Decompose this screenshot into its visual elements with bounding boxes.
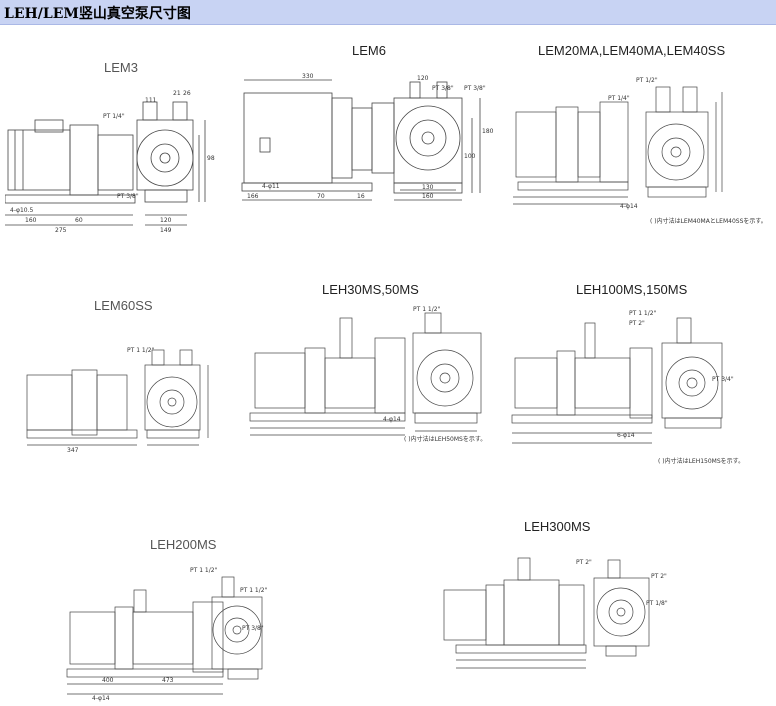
lem3-dim-pt14: PT 1/4" xyxy=(103,113,125,120)
page-title: LEH/LEM竖山真空泵尺寸图 xyxy=(4,6,191,22)
lem6-dim-16: 16 xyxy=(357,193,365,200)
model-label-leh300ms: LEH300MS xyxy=(524,519,591,534)
lem6-dim-bolt: 4-φ11 xyxy=(262,183,280,190)
drawing-lem60ss: 347 PT 1 1/2" xyxy=(12,340,222,455)
lem3-dim-pt38: PT 3/8" xyxy=(117,193,139,200)
lem3-dim-26: 26 xyxy=(183,90,191,97)
lem6-dim-70: 70 xyxy=(317,193,325,200)
leh100-dim-pt2: PT 2" xyxy=(629,320,645,327)
lem3-dim-120: 120 xyxy=(160,217,172,224)
lem6-dim-100: 100 xyxy=(464,153,476,160)
drawing-leh30ms: PT 1 1/2" 4-φ14 xyxy=(245,303,500,448)
model-label-leh200ms: LEH200MS xyxy=(150,537,217,552)
model-label-lem6: LEM6 xyxy=(352,43,386,58)
lem3-dim-98: 98 xyxy=(207,155,215,162)
leh100-dim-pt15: PT 1 1/2" xyxy=(629,310,657,317)
lem3-dim-60: 60 xyxy=(75,217,83,224)
lem20-dim-pt14: PT 1/4" xyxy=(608,95,630,102)
leh200-dim-400: 400 xyxy=(102,677,114,684)
model-label-lem3: LEM3 xyxy=(104,60,138,75)
leh30-dim-pt: PT 1 1/2" xyxy=(413,306,441,313)
drawing-leh100ms: PT 1 1/2" PT 2" PT 3/4" 6-φ14 xyxy=(507,303,737,458)
lem60-dim-pt: PT 1 1/2" xyxy=(127,347,155,354)
lem6-dim-130: 130 xyxy=(422,184,434,191)
lem3-dim-275: 275 xyxy=(55,227,67,234)
lem6-dim-120: 120 xyxy=(417,75,429,82)
drawing-leh200ms: PT 1 1/2" PT 1 1/2" PT 3/8" 400 473 4-φ1… xyxy=(62,562,277,702)
leh100-dim-bolt: 6-φ14 xyxy=(617,432,635,439)
model-label-lem60ss: LEM60SS xyxy=(94,298,153,313)
note-lem20: ( )内寸法はLEM40MAとLEM40SSを示す。 xyxy=(650,218,767,225)
lem20-dim-bolt: 4-φ14 xyxy=(620,203,638,210)
model-label-lem20ma: LEM20MA,LEM40MA,LEM40SS xyxy=(538,43,726,58)
lem6-dim-pt38-b: PT 3/8" xyxy=(464,85,486,92)
leh30-dim-bolt: 4-φ14 xyxy=(383,416,401,423)
model-label-leh100ms: LEH100MS,150MS xyxy=(576,282,688,297)
model-label-leh30ms: LEH30MS,50MS xyxy=(322,282,419,297)
lem6-dim-180: 180 xyxy=(482,128,494,135)
leh200-dim-473: 473 xyxy=(162,677,174,684)
lem6-dim-pt38-a: PT 3/8" xyxy=(432,85,454,92)
lem60-dim-347: 347 xyxy=(67,447,79,454)
lem3-dim-bolt: 4-φ10.5 xyxy=(10,207,33,214)
header-bar: LEH/LEM竖山真空泵尺寸图 xyxy=(0,0,776,25)
drawing-lem20ma: PT 1/2" PT 1/4" 4-φ14 xyxy=(508,62,733,212)
lem3-dim-111: 111 xyxy=(145,97,157,104)
lem3-dim-149: 149 xyxy=(160,227,172,234)
leh200-dim-pt15-b: PT 1 1/2" xyxy=(240,587,268,594)
note-leh30: ( )内寸法はLEH50MSを示す。 xyxy=(404,436,487,443)
drawing-lem3: 160 60 275 120 149 111 21 26 98 4-φ10.5 … xyxy=(5,90,220,235)
leh200-dim-pt38: PT 3/8" xyxy=(242,625,264,632)
leh200-dim-bolt: 4-φ14 xyxy=(92,695,110,702)
lem6-dim-160: 160 xyxy=(422,193,434,200)
leh200-dim-pt15-a: PT 1 1/2" xyxy=(190,567,218,574)
leh100-dim-pt34: PT 3/4" xyxy=(712,376,734,383)
lem6-dim-330: 330 xyxy=(302,73,314,80)
leh300-dim-pt2-b: PT 2" xyxy=(651,573,667,580)
lem20-dim-pt12: PT 1/2" xyxy=(636,77,658,84)
lem6-dim-166: 166 xyxy=(247,193,259,200)
note-leh100: ( )内寸法はLEH150MSを示す。 xyxy=(658,458,745,465)
lem3-dim-21: 21 xyxy=(173,90,181,97)
leh300-dim-pt18: PT 1/8" xyxy=(646,600,668,607)
lem3-dim-160: 160 xyxy=(25,217,37,224)
drawing-lem6: 330 166 70 16 160 130 120 180 100 4-φ11 … xyxy=(232,68,497,208)
leh300-dim-pt2-a: PT 2" xyxy=(576,559,592,566)
drawing-leh300ms: PT 2" PT 2" PT 1/8" xyxy=(436,550,671,675)
